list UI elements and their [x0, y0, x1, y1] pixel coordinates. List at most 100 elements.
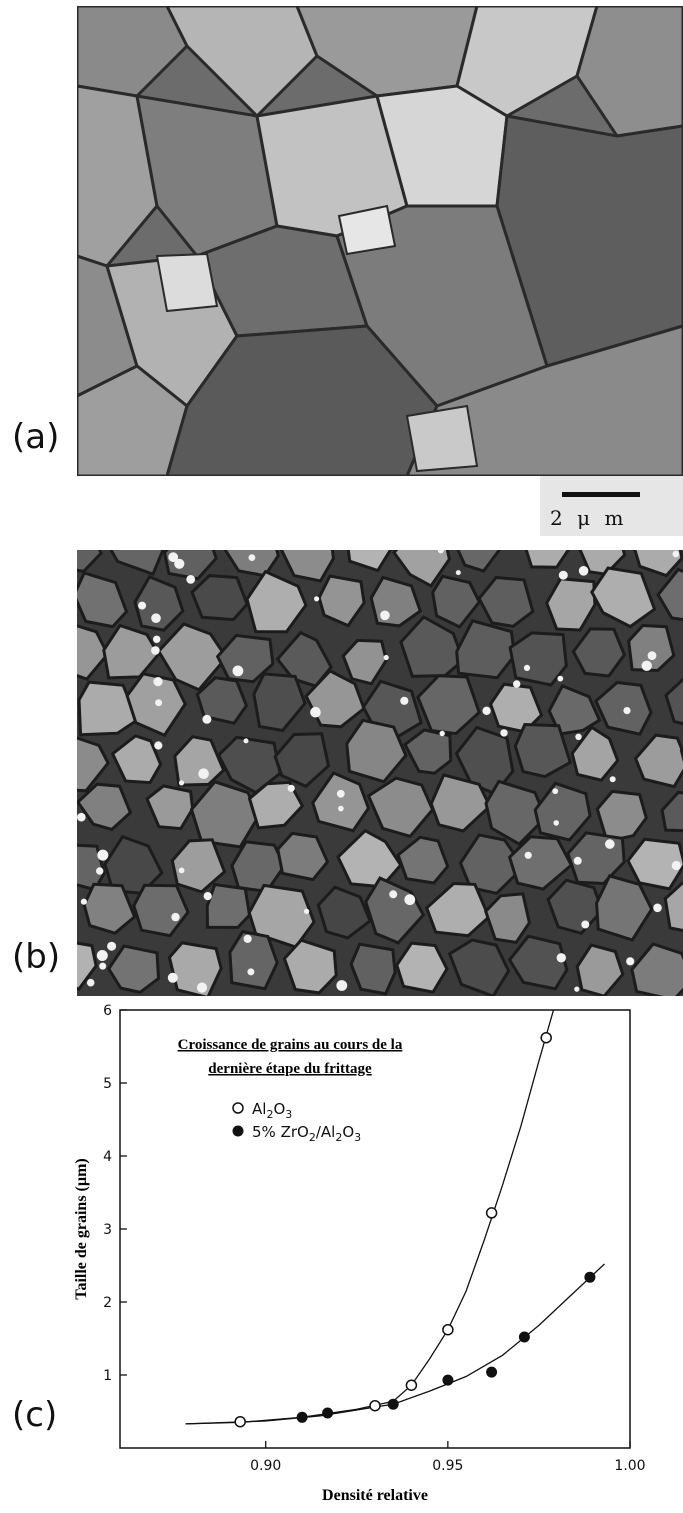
micrograph-particle	[99, 962, 107, 970]
panel-label-b: (b)	[12, 937, 61, 977]
micrograph-grain	[595, 789, 648, 844]
micrograph-particle	[168, 552, 179, 563]
micrograph-grain	[245, 569, 308, 634]
micrograph-grain	[82, 882, 137, 935]
micrograph-particle	[439, 730, 445, 737]
micrograph-particle	[383, 654, 389, 661]
micrograph-grain	[627, 623, 676, 673]
micrograph-particle	[500, 729, 508, 737]
micrograph-particle	[314, 596, 320, 602]
micrograph-particle	[247, 968, 255, 976]
y-tick-label: 1	[103, 1368, 112, 1384]
micrograph-particle	[97, 849, 109, 861]
micrograph-particle	[609, 776, 616, 783]
data-point-series-2	[584, 1271, 596, 1283]
micrograph-particle	[578, 566, 589, 576]
micrograph-particle	[336, 980, 348, 991]
micrograph-particle	[523, 664, 531, 671]
x-tick-label: 1.00	[614, 1458, 645, 1474]
data-point-series-1	[405, 1379, 418, 1391]
micrograph-particle	[671, 860, 681, 871]
x-tick-label: 0.95	[432, 1458, 463, 1474]
micrograph-grain	[346, 550, 393, 573]
micrograph-particle	[77, 812, 86, 822]
micrograph-grain	[533, 781, 592, 842]
scale-bar: 2 μ m	[540, 476, 683, 536]
micrograph-particle	[303, 908, 310, 915]
micrograph-grain	[77, 571, 129, 629]
micrograph-grain	[663, 881, 683, 932]
y-tick-label: 6	[103, 1003, 112, 1019]
micrograph-grain	[424, 881, 491, 938]
micrograph-grain	[513, 722, 573, 779]
micrograph-grain	[345, 718, 408, 784]
micrograph-particle	[86, 978, 95, 987]
micrograph-grain	[456, 550, 502, 573]
legend-marker-open-circle	[232, 1102, 244, 1114]
y-tick-label: 5	[103, 1076, 112, 1092]
x-axis-label: Densité relative	[322, 1487, 428, 1504]
micrograph-grain	[403, 728, 453, 775]
micrograph-particle	[575, 733, 582, 740]
micrograph-grain	[392, 550, 452, 588]
micrograph-particle	[202, 714, 212, 724]
micrograph-particle	[203, 892, 212, 901]
micrograph-grain	[477, 575, 535, 628]
micrograph-particle	[380, 610, 390, 621]
micrograph-grain	[570, 725, 620, 782]
micrograph-grain	[77, 782, 133, 832]
legend-marker-filled-circle	[232, 1125, 244, 1137]
legend-label-zro2-al2o3: 5% ZrO2/Al2O3	[252, 1123, 361, 1144]
micrograph-particle	[626, 957, 635, 966]
series-curve-1	[185, 1009, 555, 1425]
micrograph-grain	[630, 942, 683, 996]
micrograph-grain	[279, 550, 335, 583]
data-point-series-2	[296, 1411, 308, 1423]
micrograph-particle	[641, 660, 652, 671]
micrograph-grain	[396, 835, 450, 885]
plot-frame	[119, 1009, 631, 1449]
micrograph-grain	[167, 941, 223, 996]
micrograph-particle	[174, 558, 185, 569]
micrograph-grain	[145, 784, 195, 831]
micrograph-particle	[178, 780, 185, 786]
micrograph-particle	[171, 912, 180, 922]
micrograph-particle	[310, 706, 321, 718]
micrograph-grain	[664, 677, 683, 726]
micrograph-particle	[198, 768, 209, 779]
micrograph-grain	[228, 929, 279, 991]
micrograph-particle	[153, 677, 163, 687]
y-axis-label: Taille de grains (µm)	[73, 1158, 90, 1300]
micrograph-particle	[400, 696, 409, 705]
micrograph-particle	[389, 890, 398, 899]
micrograph-grain	[447, 938, 511, 996]
micrograph-particle	[557, 675, 564, 682]
micrograph-grain	[416, 674, 481, 736]
micrograph-grain	[77, 624, 110, 681]
y-tick-label: 2	[103, 1295, 112, 1311]
micrograph-grain	[77, 680, 140, 737]
data-point-series-2	[518, 1331, 530, 1343]
micrograph-a-image	[77, 6, 683, 476]
data-points	[234, 1031, 596, 1428]
micrograph-grain	[660, 790, 683, 833]
data-point-series-1	[485, 1207, 498, 1219]
y-tick-label: 4	[103, 1149, 112, 1165]
data-point-series-2	[486, 1366, 498, 1378]
micrograph-b	[77, 550, 683, 996]
data-point-series-1	[540, 1031, 552, 1044]
micrograph-particle	[437, 550, 444, 554]
micrograph-particle	[96, 867, 104, 875]
micrograph-particle	[558, 570, 568, 580]
micrograph-grain	[189, 780, 260, 849]
micrograph-particle	[151, 613, 161, 623]
micrograph-particle	[186, 575, 196, 584]
micrograph-grain	[547, 683, 602, 736]
micrograph-particle	[404, 894, 416, 906]
micrograph-particle	[196, 982, 208, 993]
micrograph-grain	[633, 550, 683, 578]
micrograph-grain	[458, 833, 526, 896]
micrograph-particle	[605, 839, 615, 849]
micrograph-particle	[154, 741, 163, 750]
micrograph-particle	[653, 903, 662, 913]
